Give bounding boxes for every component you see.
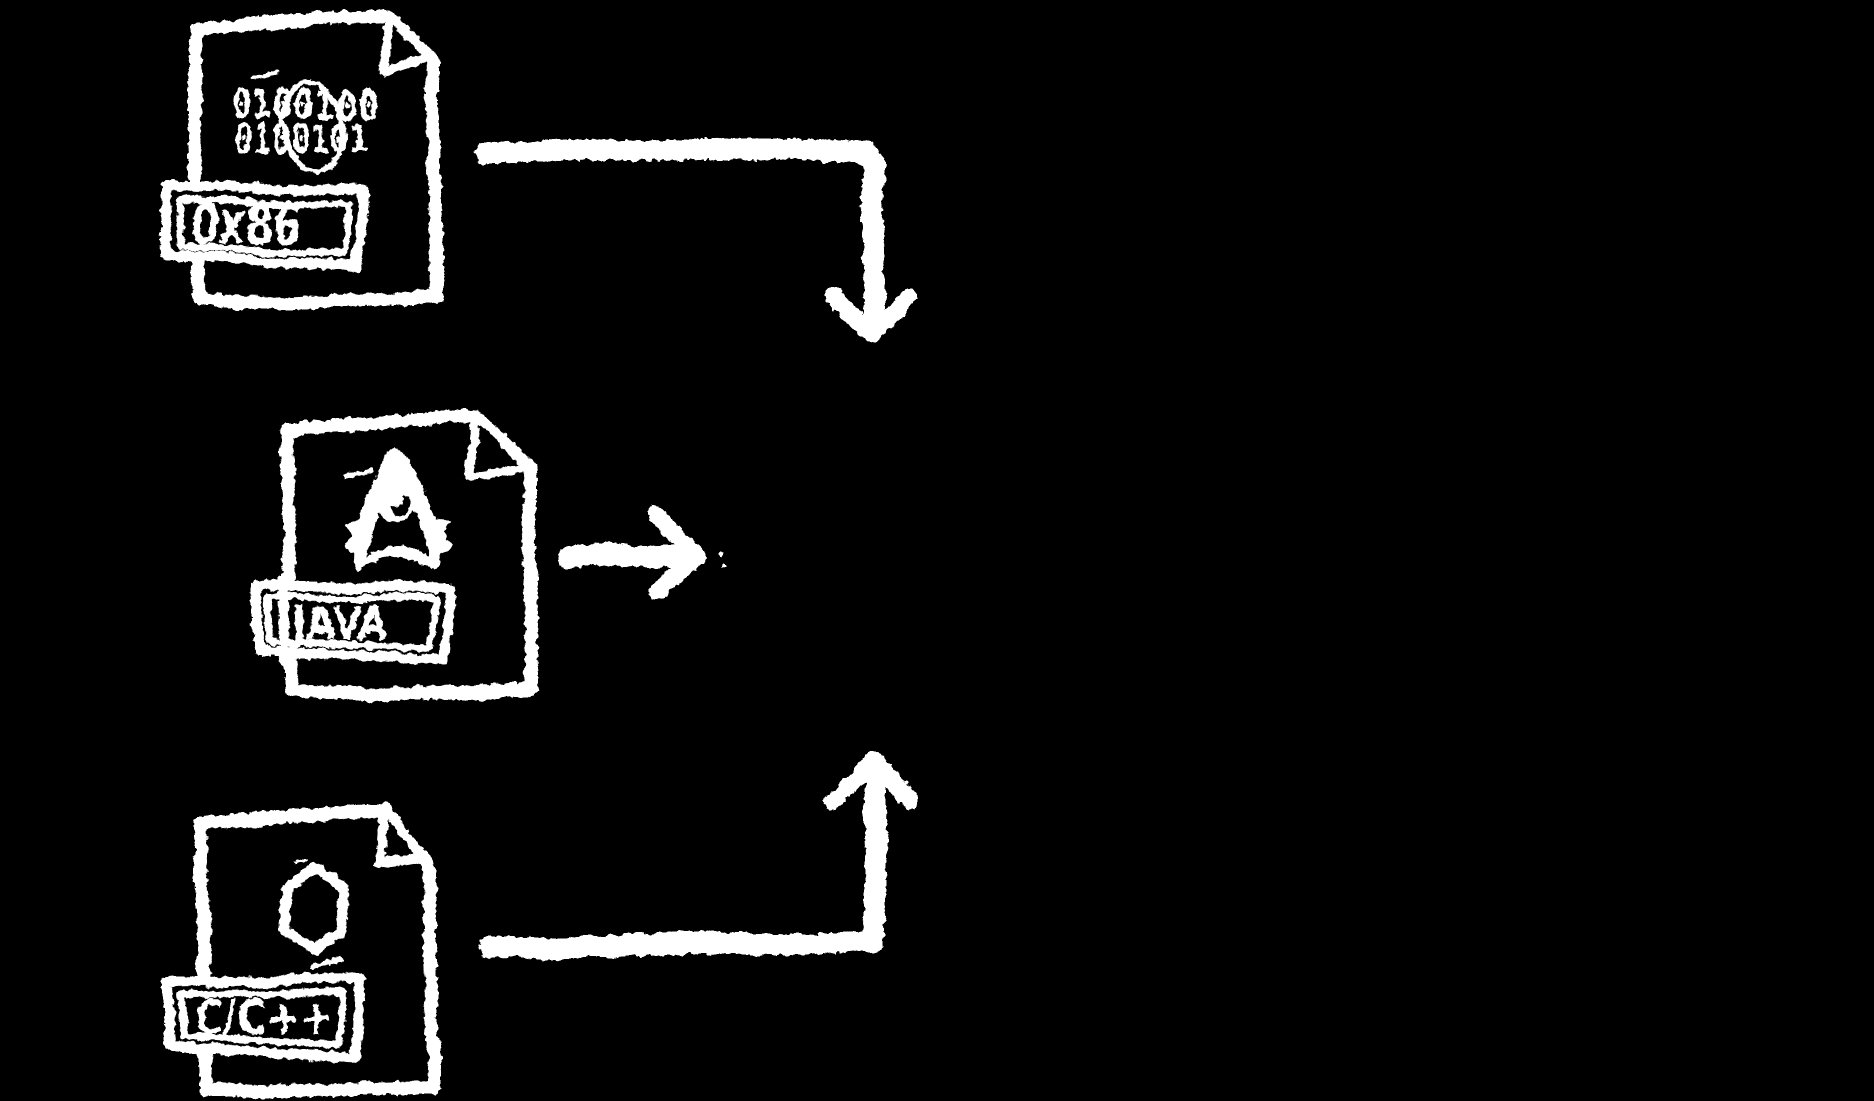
java-duke-eye-highlight — [388, 491, 405, 508]
cpp-file-icon: C/C++ — [162, 802, 441, 1099]
cpp-label-box-inner — [177, 989, 346, 1049]
cpp-smudge-tick — [293, 857, 308, 864]
x86-binary-line-1: 0100100 — [231, 80, 378, 129]
cpp-arrow — [478, 750, 918, 960]
cpp-hexagon-icon — [279, 863, 350, 955]
java-document-fold-icon — [465, 409, 531, 481]
x86-arrow-shaft — [477, 138, 885, 339]
x86-binary-line-2: 0100101 — [234, 117, 368, 161]
x86-label: 0x86 — [191, 193, 301, 256]
java-label-box-inner — [264, 593, 440, 652]
cpp-arrow-shaft — [478, 757, 887, 960]
cpp-smudge-dash — [311, 956, 344, 970]
x86-arrowhead-down-icon — [824, 288, 917, 344]
x86-smudge-dash — [251, 69, 280, 81]
x86-file-icon: 0100100 0100101 0x86 — [160, 9, 444, 311]
java-document-edge-overlay — [278, 575, 290, 665]
cpp-document-fold-icon — [374, 802, 427, 868]
x86-label-box-inner — [175, 196, 353, 259]
x86-document-fold-icon — [379, 10, 433, 77]
x86-arrow — [477, 138, 917, 344]
java-arrow — [556, 505, 725, 600]
java-smudge-dash — [343, 468, 373, 478]
cpp-label: C/C++ — [195, 990, 331, 1046]
chalk-speck — [717, 549, 723, 555]
chalk-speck — [721, 561, 725, 565]
x86-scribble-circle — [280, 79, 346, 175]
java-file-icon: JAVA — [251, 409, 539, 701]
cpp-arrowhead-up-icon — [822, 750, 918, 811]
java-label: JAVA — [290, 596, 387, 650]
java-arrowhead-right-icon — [646, 505, 706, 600]
java-arrow-shaft — [556, 544, 703, 569]
